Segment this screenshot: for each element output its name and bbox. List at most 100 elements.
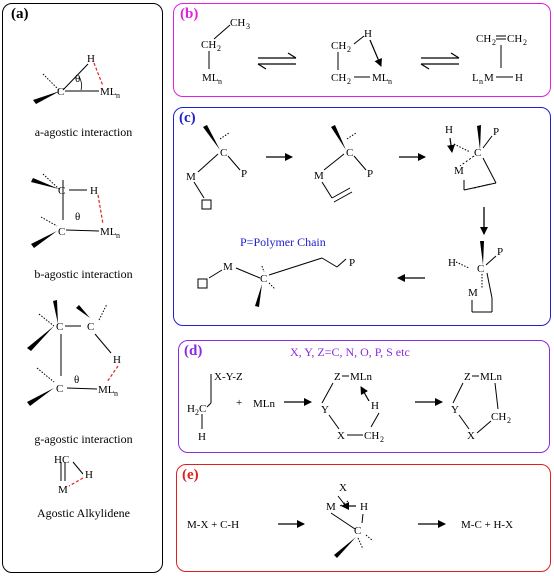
panel-e-label: (e) (182, 467, 199, 483)
svg-text:Z: Z (464, 371, 471, 383)
svg-text:n: n (116, 91, 120, 100)
svg-text:C: C (56, 383, 63, 395)
equilibrium-arrows-1 (257, 52, 297, 70)
alpha-agostic-structure: C H θ ML n (33, 53, 120, 104)
svg-text:M: M (326, 501, 336, 513)
svg-text:M: M (454, 165, 464, 177)
svg-text:2: 2 (217, 44, 221, 53)
svg-text:M: M (468, 287, 478, 299)
svg-text:CH: CH (331, 72, 346, 84)
svg-text:H: H (515, 72, 523, 84)
svg-text:MLn: MLn (253, 398, 276, 410)
svg-text:C: C (199, 403, 206, 415)
svg-text:n: n (114, 389, 118, 398)
sigma-bond-metathesis-ts: X M H C (326, 482, 374, 558)
svg-text:M-C + H-X: M-C + H-X (461, 519, 513, 531)
svg-text:2: 2 (347, 45, 351, 54)
caption-beta-agostic: b-agostic interaction (34, 267, 133, 281)
svg-text:P: P (349, 257, 355, 269)
svg-text:n: n (218, 77, 222, 86)
panel-c: (c) C P M C P M (173, 107, 551, 326)
svg-text:ML: ML (202, 72, 219, 84)
svg-text:H: H (90, 185, 98, 197)
svg-text:C: C (58, 185, 65, 197)
panel-c-label: (c) (179, 110, 196, 126)
panel-c-scheme: C P M C P M H (186, 124, 503, 313)
svg-text:H: H (371, 400, 379, 412)
svg-text:n: n (479, 77, 483, 86)
equilibrium-arrows-2 (420, 52, 460, 70)
caption-alpha-agostic: a-agostic interaction (34, 125, 133, 139)
svg-text:ML: ML (100, 226, 117, 238)
svg-text:MLn: MLn (480, 371, 503, 383)
insertion-product: H C P M (448, 241, 503, 313)
svg-text:CH: CH (364, 430, 379, 442)
svg-text:X: X (337, 430, 345, 442)
svg-text:C: C (56, 321, 63, 333)
svg-text:Y: Y (451, 404, 459, 416)
svg-text:CH: CH (201, 39, 216, 51)
svg-text:H: H (187, 403, 195, 415)
chain-growth-product: M C P (197, 257, 355, 307)
svg-text:2: 2 (523, 38, 527, 47)
svg-text:H: H (85, 469, 93, 481)
svg-text:C: C (354, 525, 361, 537)
caption-agostic-alkylidene: Agostic Alkylidene (37, 506, 130, 520)
svg-text:P: P (493, 126, 499, 138)
svg-text:2: 2 (507, 416, 511, 425)
svg-text:X: X (339, 482, 347, 494)
panel-a-label: (a) (11, 6, 29, 22)
svg-text:HC: HC (54, 454, 69, 466)
svg-text:H: H (113, 354, 121, 366)
svg-text:θ: θ (74, 374, 79, 386)
svg-text:M: M (484, 72, 494, 84)
svg-text:C: C (220, 147, 227, 159)
svg-text:n: n (388, 77, 392, 86)
svg-text:CH: CH (507, 33, 522, 45)
olefin-coordination: C P M (314, 125, 373, 203)
svg-text:CH: CH (230, 17, 245, 29)
panel-b-label: (b) (180, 6, 199, 22)
svg-text:CH: CH (331, 40, 346, 52)
svg-text:2: 2 (195, 408, 199, 417)
svg-text:C: C (57, 86, 64, 98)
svg-text:C: C (58, 226, 65, 238)
svg-text:P: P (497, 246, 503, 258)
svg-text:ML: ML (372, 72, 389, 84)
panel-a: (a) C H θ ML n (2, 3, 163, 573)
svg-text:C: C (87, 321, 94, 333)
svg-text:θ: θ (75, 211, 80, 223)
svg-text:P: P (367, 168, 373, 180)
svg-text:MLn: MLn (350, 371, 373, 383)
svg-text:M: M (186, 171, 196, 183)
svg-text:M: M (314, 170, 324, 182)
svg-text:2: 2 (380, 435, 384, 444)
svg-text:P: P (241, 168, 247, 180)
svg-text:ML: ML (100, 86, 117, 98)
svg-text:3: 3 (246, 22, 250, 31)
svg-text:n: n (116, 231, 120, 240)
panel-e-scheme: M-X + C-H X M H C M-C + H-X (187, 482, 513, 558)
panel-e: (e) M-X + C-H X M H C M-C + H-X (176, 464, 551, 572)
svg-text:Z: Z (334, 371, 341, 383)
svg-text:H: H (198, 431, 206, 443)
svg-text:X-Y-Z: X-Y-Z (214, 371, 243, 383)
metal-alkyl-vacant-site: C P M (186, 125, 247, 210)
beta-agostic-structure: C H C θ ML n (31, 173, 120, 248)
gamma-agostic-structure: C C H C θ ML n (27, 300, 121, 406)
panel-d-label: (d) (184, 343, 203, 359)
svg-text:C: C (477, 263, 484, 275)
svg-text:H: H (360, 501, 368, 513)
svg-text:+: + (236, 397, 242, 409)
svg-text:H: H (364, 28, 372, 40)
svg-text:CH: CH (476, 33, 491, 45)
